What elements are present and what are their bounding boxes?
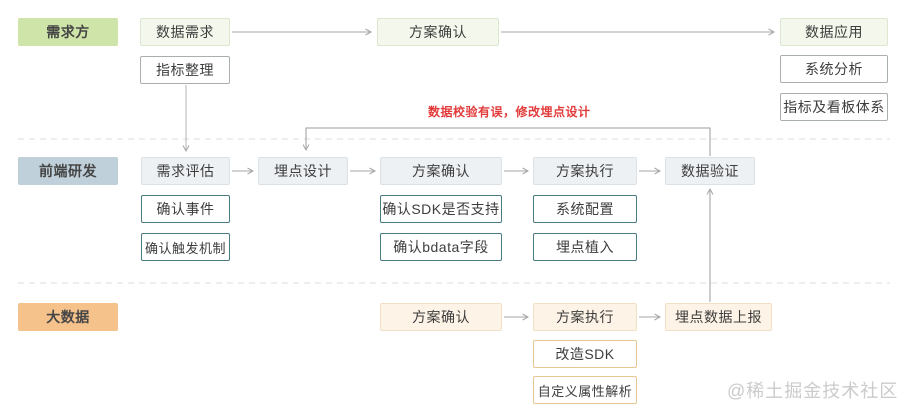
node-bd-plan-execute: 方案执行 <box>533 303 637 331</box>
node-confirm-bdata: 确认bdata字段 <box>380 233 502 261</box>
node-requirement-review: 需求评估 <box>141 157 230 185</box>
lane-label-frontend: 前端研发 <box>18 157 118 185</box>
node-bd-plan-confirm: 方案确认 <box>380 303 502 331</box>
node-system-analysis: 系统分析 <box>780 55 888 83</box>
node-tracking-report: 埋点数据上报 <box>665 303 772 331</box>
node-confirm-sdk: 确认SDK是否支持 <box>380 195 502 223</box>
node-metric-dashboard: 指标及看板体系 <box>780 93 888 121</box>
feedback-note: 数据校验有误，修改埋点设计 <box>428 105 591 119</box>
node-confirm-trigger: 确认触发机制 <box>141 233 230 261</box>
node-data-application: 数据应用 <box>780 18 888 46</box>
node-tracking-insert: 埋点植入 <box>533 233 637 261</box>
node-data-requirement: 数据需求 <box>140 18 230 46</box>
node-tracking-design: 埋点设计 <box>258 157 348 185</box>
node-custom-attr-parse: 自定义属性解析 <box>533 376 637 404</box>
node-confirm-event: 确认事件 <box>141 195 230 223</box>
lane-label-bigdata: 大数据 <box>18 303 118 331</box>
node-fe-plan-execute: 方案执行 <box>533 157 637 185</box>
node-sdk-refactor: 改造SDK <box>533 340 637 368</box>
node-demand-plan-confirm: 方案确认 <box>377 18 499 46</box>
node-system-config: 系统配置 <box>533 195 637 223</box>
node-data-verify: 数据验证 <box>665 157 755 185</box>
node-metric-sorting: 指标整理 <box>140 56 230 84</box>
watermark: @稀土掘金技术社区 <box>727 381 899 401</box>
node-fe-plan-confirm: 方案确认 <box>380 157 502 185</box>
lane-label-demand: 需求方 <box>18 18 118 46</box>
arrow-feedback-data-verify-to-tracking-design <box>302 127 711 156</box>
